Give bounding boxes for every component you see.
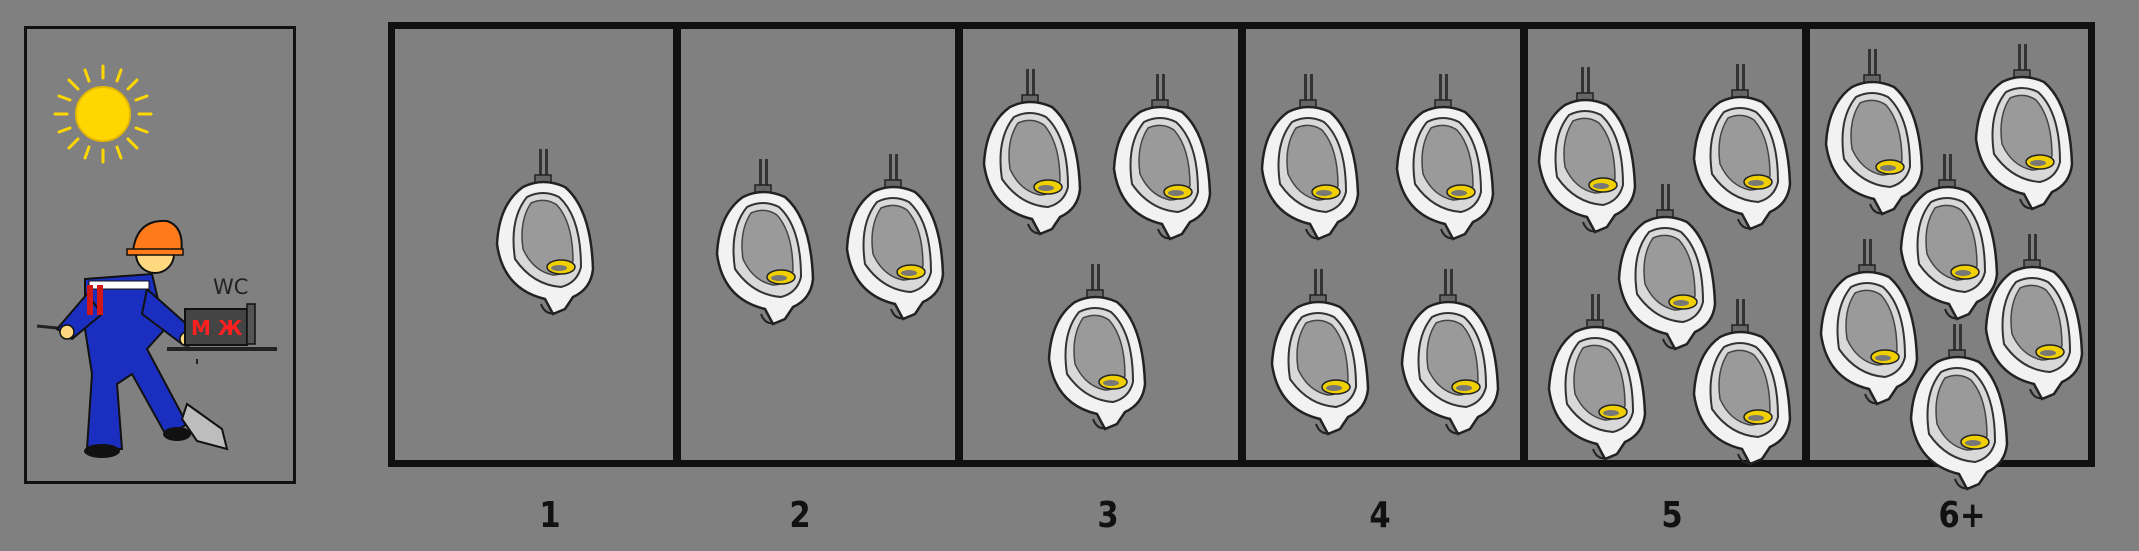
panel-3[interactable] xyxy=(959,29,1241,460)
panel-label: 1 xyxy=(539,495,561,536)
urinal-icon xyxy=(707,159,819,334)
panel-label: 4 xyxy=(1369,495,1391,536)
urinal-icon xyxy=(1966,44,2078,219)
urinal-icon xyxy=(1539,294,1651,469)
panel-label: 6+ xyxy=(1938,495,1986,536)
worker-icon xyxy=(36,219,229,458)
panel-4[interactable] xyxy=(1242,29,1524,460)
urinal-icon xyxy=(1609,184,1721,359)
panel-label: 5 xyxy=(1661,495,1683,536)
intro-illustration: WC М Ж xyxy=(36,64,277,458)
urinal-icon xyxy=(1104,74,1216,249)
panel-label: 3 xyxy=(1097,495,1119,536)
urinal-icon xyxy=(1684,64,1796,239)
panel-divider xyxy=(955,29,964,460)
urinal-icon xyxy=(1529,67,1641,242)
urinal-icon xyxy=(1811,239,1923,414)
urinal-icon xyxy=(1039,264,1151,439)
panel-divider xyxy=(1801,29,1810,460)
urinal-icon xyxy=(1684,299,1796,474)
panel-6[interactable] xyxy=(1806,29,2088,491)
sun-icon xyxy=(53,64,153,164)
intro-card: WC М Ж xyxy=(24,26,296,484)
urinal-icon xyxy=(1901,324,2013,499)
urinal-icon xyxy=(1976,234,2088,409)
panel-label: 2 xyxy=(789,495,811,536)
panel-divider xyxy=(1519,29,1528,460)
urinal-icon xyxy=(1387,74,1499,249)
panel-1[interactable] xyxy=(395,29,677,460)
urinal-icon xyxy=(1891,154,2003,329)
urinal-icon xyxy=(1262,269,1374,444)
urinal-icon xyxy=(1816,49,1928,224)
urinal-icon xyxy=(1392,269,1504,444)
panel-divider xyxy=(1237,29,1246,460)
urinal-icon xyxy=(1252,74,1364,249)
urinal-count-board xyxy=(388,22,2095,491)
gender-sign-letters: М Ж xyxy=(191,316,243,340)
urinal-icon xyxy=(837,154,949,329)
panel-2[interactable] xyxy=(677,29,959,460)
panel-divider xyxy=(673,29,682,460)
panel-5[interactable] xyxy=(1524,29,1806,466)
toilet-sign-icon: WC М Ж xyxy=(167,275,277,364)
urinal-icon xyxy=(487,149,599,324)
wc-sign-text: WC xyxy=(213,275,248,299)
urinal-icon xyxy=(974,69,1086,244)
